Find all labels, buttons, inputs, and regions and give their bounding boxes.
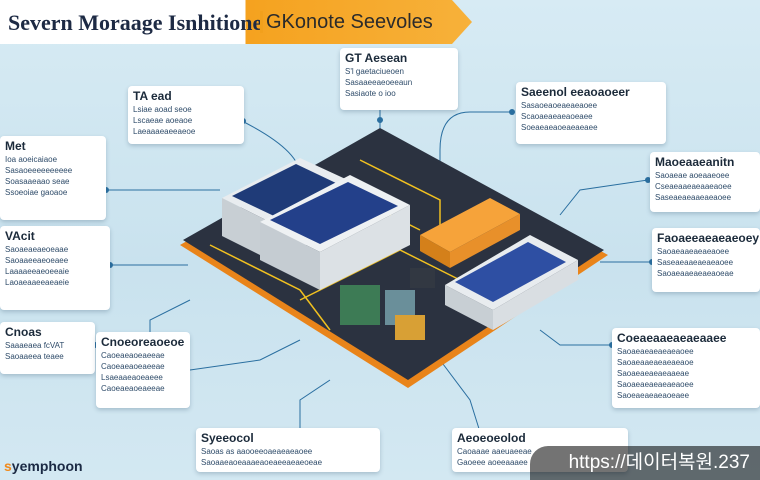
- info-card-bottom-center: Syeeocol Saoas as aaooeeoaeaeaeaoee Saoa…: [196, 428, 380, 472]
- card-line: Saoaeaaeaeaeaeaoe: [617, 358, 694, 367]
- brand-prefix: s: [4, 458, 12, 474]
- card-line: Saoaeaeaeaeaeaoee: [617, 347, 694, 356]
- info-card-top-right: Saeenol eeaoaoeer Sasaoeaoeaeaeaoee Scao…: [516, 82, 666, 144]
- card-line: Caoaaae aaeuaeeae: [457, 447, 532, 456]
- card-line: Caoeaeaoeaeeae: [101, 362, 165, 371]
- card-title: Faoaeeaeaeaeoey: [657, 231, 760, 245]
- card-line: Saoaeaeaeaeaeaoee: [617, 380, 694, 389]
- watermark-text: https://데이터복원.237: [568, 452, 750, 473]
- card-title: TA ead: [133, 89, 172, 103]
- card-title: Maoeaaeanitn: [655, 155, 735, 169]
- info-card-top-center: GT Aesean S'l gaetaciueoen Sasaaeeaeoeea…: [340, 48, 458, 110]
- storage-unit: [445, 235, 578, 330]
- card-line: Laaaaeeaeoeeaie: [5, 267, 70, 276]
- info-card-middle-left: VAcit Saoaeaeaeoeaae Saoaaeeaeoeaee Laaa…: [0, 226, 110, 310]
- info-card-lower-right: Coeaeaaeaeaeaaee Saoaeaeaeaeaeaoee Saoae…: [612, 328, 760, 408]
- card-line: Caoeaeaoeaeeae: [101, 384, 165, 393]
- card-line: Gaoeee aoeeaaaee: [457, 458, 528, 467]
- card-title: Saeenol eeaoaoeer: [521, 85, 630, 99]
- card-title: Met: [5, 139, 26, 153]
- card-line: S'l gaetaciueoen: [345, 67, 404, 76]
- header-banner: Severn Moraage Isnhitione GKonote Seevol…: [0, 0, 472, 44]
- card-title: Cnoeoreaoeoe: [101, 335, 185, 349]
- card-line: Scaoaeaeaeaoeaee: [521, 112, 593, 121]
- card-line: Saoaeaaeaeaeaoee: [657, 247, 730, 256]
- card-title: Aeoeoeolod: [457, 431, 526, 445]
- info-card-upper-left: Met Ioa aoeicaiaoe Sasaoeeeeeeeeee Soasa…: [0, 136, 106, 220]
- card-title: Cnoas: [5, 325, 42, 339]
- info-card-middle-right: Faoaeeaeaeaeoey Saoaeaaeaeaeaoee Saseaea…: [652, 228, 760, 292]
- watermark-badge: https://데이터복원.237: [530, 446, 760, 480]
- card-line: Saseaeaaeaeaeaoee: [657, 258, 734, 267]
- card-line: Saoaeaeaeoeaae: [5, 245, 69, 254]
- info-card-top-left: TA ead Lsiae aoad seoe Lscaeae aoeaoe La…: [128, 86, 244, 144]
- battery-modules: [420, 198, 520, 268]
- card-line: Saoaaeeaeoeaee: [5, 256, 69, 265]
- card-line: Soeaeaeaoeaeaeaee: [521, 123, 598, 132]
- card-line: Saoaeae aoeaaeoee: [655, 171, 730, 180]
- card-title: GT Aesean: [345, 51, 408, 65]
- card-line: Saoaeaaeaeaeaoeae: [657, 269, 734, 278]
- card-line: Sasiaote o ioo: [345, 89, 396, 98]
- card-line: Sasaoeaoeaeaeaoee: [521, 101, 598, 110]
- banner-title: Severn Moraage Isnhitione: [8, 10, 263, 35]
- card-line: Sasaoeeeeeeeeee: [5, 166, 73, 175]
- card-line: Lsiae aoad seoe: [133, 105, 192, 114]
- card-line: Saoaaeaoeaaaeaoeaeeaeaeoeae: [201, 458, 323, 467]
- card-title: Syeeocol: [201, 431, 254, 445]
- card-line: Lscaeae aoeaoe: [133, 116, 193, 125]
- card-line: Sasaaeeaeoeeaun: [345, 78, 413, 87]
- card-line: Lsaeaaeaoeaeee: [101, 373, 163, 382]
- card-line: Ssoeoiae gaoaoe: [5, 188, 68, 197]
- info-card-lower-left: Cnoas Saaaeaea fcVAT Saoaaeea teaee: [0, 322, 95, 374]
- info-card-lower-center-left: Cnoeoreaoeoe Caoeaeaoeaeeae Caoeaeaoeaee…: [96, 332, 190, 408]
- server-rack-right: [260, 175, 410, 290]
- components-cluster: [340, 268, 435, 340]
- card-line: Ioa aoeicaiaoe: [5, 155, 58, 164]
- card-line: Saoeaeaeaeaoeaee: [617, 391, 690, 400]
- card-line: Saoaaeea teaee: [5, 352, 64, 361]
- banner-subtitle: GKonote Seevoles: [260, 11, 433, 33]
- card-title: Coeaeaaeaeaeaaee: [617, 331, 727, 345]
- brand-name: yemphoon: [11, 458, 83, 474]
- card-line: Saoas as aaooeeoaeaeaeaoee: [201, 447, 313, 456]
- card-line: Laeaaaeaeeaeoe: [133, 127, 196, 136]
- card-title: VAcit: [5, 229, 35, 243]
- card-line: Cseaeaaeaeaaeaoee: [655, 182, 732, 191]
- card-line: Saaaeaea fcVAT: [5, 341, 65, 350]
- card-line: Saseaeaeaaeaeaoee: [655, 193, 732, 202]
- card-line: Caoeaeaoeaeeae: [101, 351, 165, 360]
- card-line: Soasaaeaao seae: [5, 177, 70, 186]
- brand-logo: syemphoon: [4, 458, 83, 474]
- info-card-upper-right: Maoeaaeanitn Saoaeae aoeaaeoee Cseaeaaea…: [650, 152, 760, 212]
- card-line: Laoaeaaeeaeaeie: [5, 278, 70, 287]
- card-line: Saoaeaeaeaeaaeae: [617, 369, 690, 378]
